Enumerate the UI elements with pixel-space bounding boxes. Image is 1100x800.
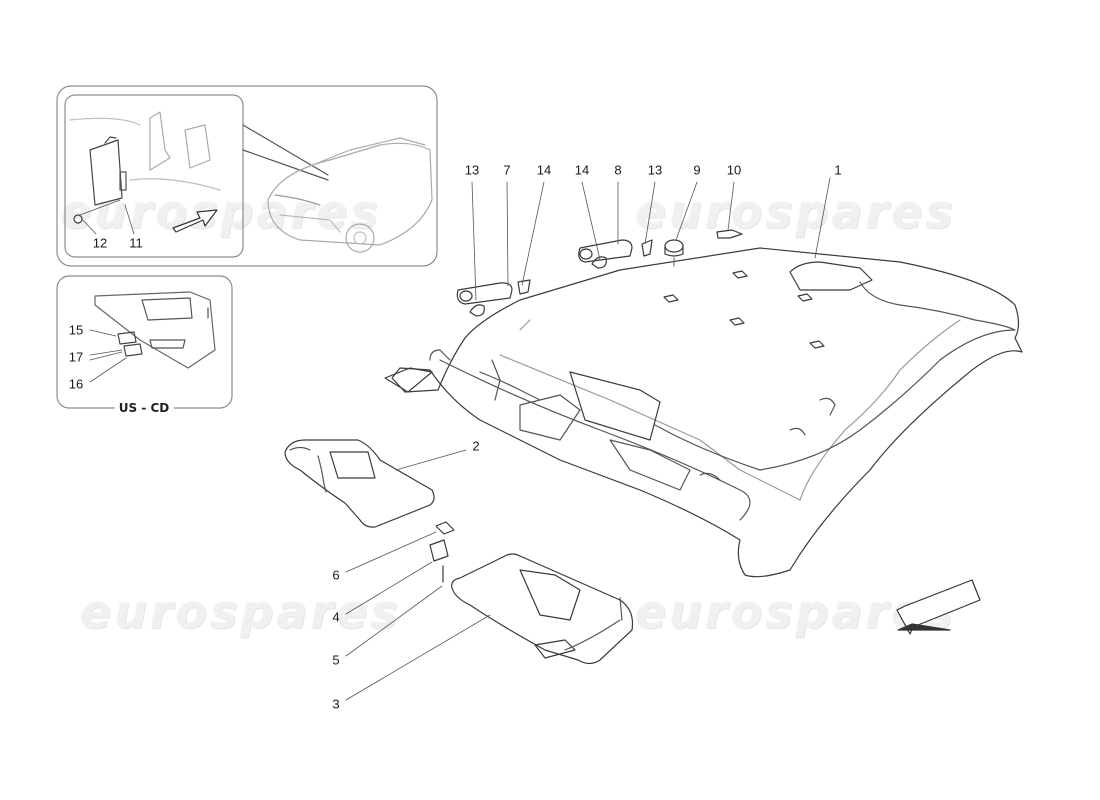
callout-number[interactable]: 4 [332,609,340,625]
headliner-drawing [384,247,1023,578]
callout-number[interactable]: 16 [68,376,84,392]
callout-number[interactable]: 9 [693,162,701,178]
eurospares-watermark: eurospares [80,585,401,639]
callout-number[interactable]: 2 [472,438,480,454]
callout-number[interactable]: 6 [332,567,340,583]
callout-number[interactable]: 13 [464,162,480,178]
callout-number[interactable]: 12 [92,235,108,251]
callout-number[interactable]: 13 [647,162,663,178]
eurospares-watermark: eurospares [635,185,956,239]
callout-number[interactable]: 10 [726,162,742,178]
right-sun-visor-drawing [345,553,634,701]
callout-number[interactable]: 14 [536,162,552,178]
callout-number[interactable]: 5 [332,652,340,668]
visor-clip-drawing [345,521,455,657]
us-cd-caption: US - CD [114,401,174,415]
callout-number[interactable]: 7 [503,162,511,178]
callout-number[interactable]: 17 [68,349,84,365]
direction-arrow[interactable] [896,579,981,635]
eurospares-watermark: eurospares [60,185,381,239]
callout-number[interactable]: 15 [68,322,84,338]
callout-number[interactable]: 1 [834,162,842,178]
control-unit-inset [56,85,438,267]
callout-number[interactable]: 3 [332,696,340,712]
grab-handles-drawing [456,229,743,317]
callout-number[interactable]: 8 [614,162,622,178]
callout-leaders-top [471,181,735,301]
callout-number[interactable]: 14 [574,162,590,178]
left-sun-visor-drawing [284,439,467,528]
us-cd-inset [56,275,233,409]
callout-number[interactable]: 11 [129,235,143,251]
